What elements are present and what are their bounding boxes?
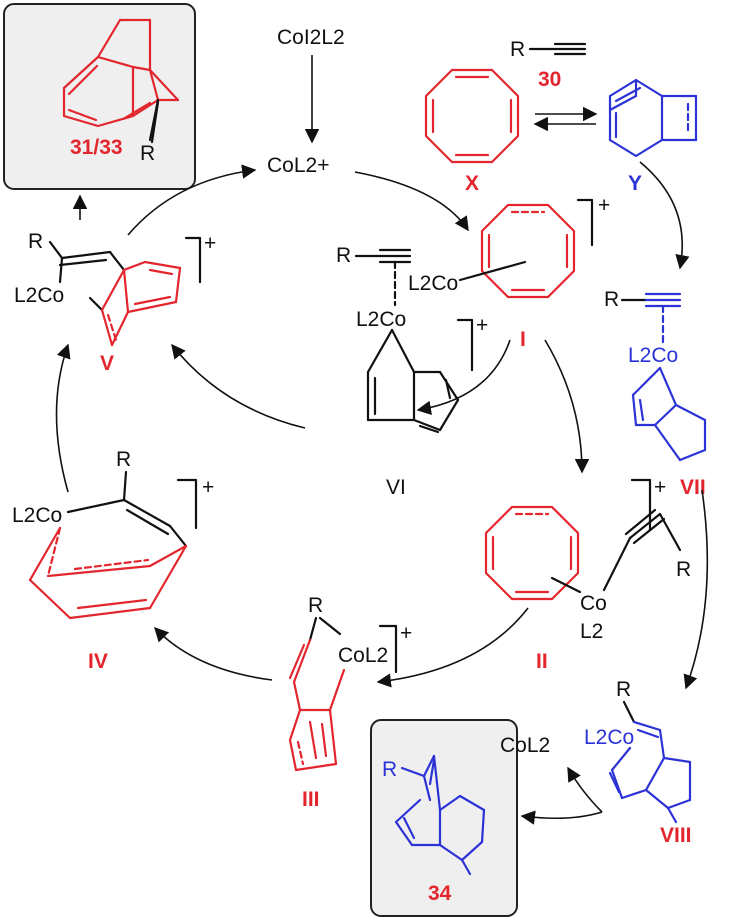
released-catalyst-label: CoL2 (500, 734, 550, 757)
vi-charge: + (476, 314, 488, 337)
iv-charge: + (202, 476, 214, 499)
vii-r-label: R (604, 288, 619, 311)
intermediate-iv: R L2Co + IV (12, 448, 214, 673)
cot-x-structure (424, 68, 520, 164)
product-label-34: 34 (428, 882, 452, 905)
i-charge: + (598, 194, 610, 217)
ii-charge: + (654, 476, 666, 499)
intermediate-i: L2Co + I (408, 194, 610, 351)
vi-cobalt-label: L2Co (356, 308, 406, 331)
product-label-31-33: 31/33 (70, 136, 123, 159)
active-catalyst-label: CoL2+ (267, 154, 329, 177)
cycle-arrows (55, 161, 709, 825)
label-vi: VI (386, 476, 406, 499)
iv-cobalt-label: L2Co (12, 504, 62, 527)
product-34-r-label: R (382, 758, 397, 781)
label-i: I (520, 328, 526, 351)
intermediate-vii: R L2Co VII (604, 288, 707, 499)
label-v: V (100, 352, 114, 375)
iv-r-label: R (116, 448, 131, 471)
label-viii: VIII (660, 824, 692, 847)
viii-cobalt-label: L2Co (584, 726, 634, 749)
intermediate-viii: R L2Co VIII (584, 678, 692, 847)
valence-isomer-y-structure (608, 78, 698, 158)
label-iv: IV (88, 650, 108, 673)
product-31-33-box: R 31/33 (3, 3, 196, 190)
ii-ligand-label: L2 (580, 620, 603, 643)
v-cobalt-label: L2Co (14, 284, 64, 307)
iii-charge: + (400, 622, 412, 645)
vi-r-label: R (336, 244, 351, 267)
iii-r-label: R (308, 594, 323, 617)
intermediate-v: R L2Co + V (14, 230, 216, 375)
v-r-label: R (28, 230, 43, 253)
cot-label: X (465, 172, 479, 195)
viii-r-label: R (616, 678, 631, 701)
product-34-box: R 34 (370, 719, 518, 917)
v-charge: + (204, 232, 216, 255)
alkyne-r-label: R (510, 38, 525, 61)
label-iii: III (302, 788, 320, 811)
equilibrium-arrows (533, 106, 598, 132)
label-vii: VII (680, 476, 706, 499)
intermediate-iii: R CoL2 + III (288, 594, 412, 811)
alkyne-30: R 30 (510, 38, 587, 91)
intermediate-ii: Co L2 R + II (484, 476, 691, 673)
product-34-structure (394, 754, 486, 876)
intermediate-vi: R L2Co + VI (336, 244, 488, 499)
catalyst-precursor-label: CoI2L2 (277, 26, 345, 49)
ii-r-label: R (676, 558, 691, 581)
alkyne-number: 30 (538, 68, 561, 91)
ii-cobalt-label: Co (580, 592, 607, 615)
label-ii: II (536, 650, 548, 673)
iii-cobalt-label: CoL2 (338, 644, 388, 667)
substituent-r: R (140, 142, 155, 165)
vii-cobalt-label: L2Co (628, 344, 678, 367)
valence-isomer-label: Y (628, 172, 642, 195)
i-cobalt-label: L2Co (408, 272, 458, 295)
